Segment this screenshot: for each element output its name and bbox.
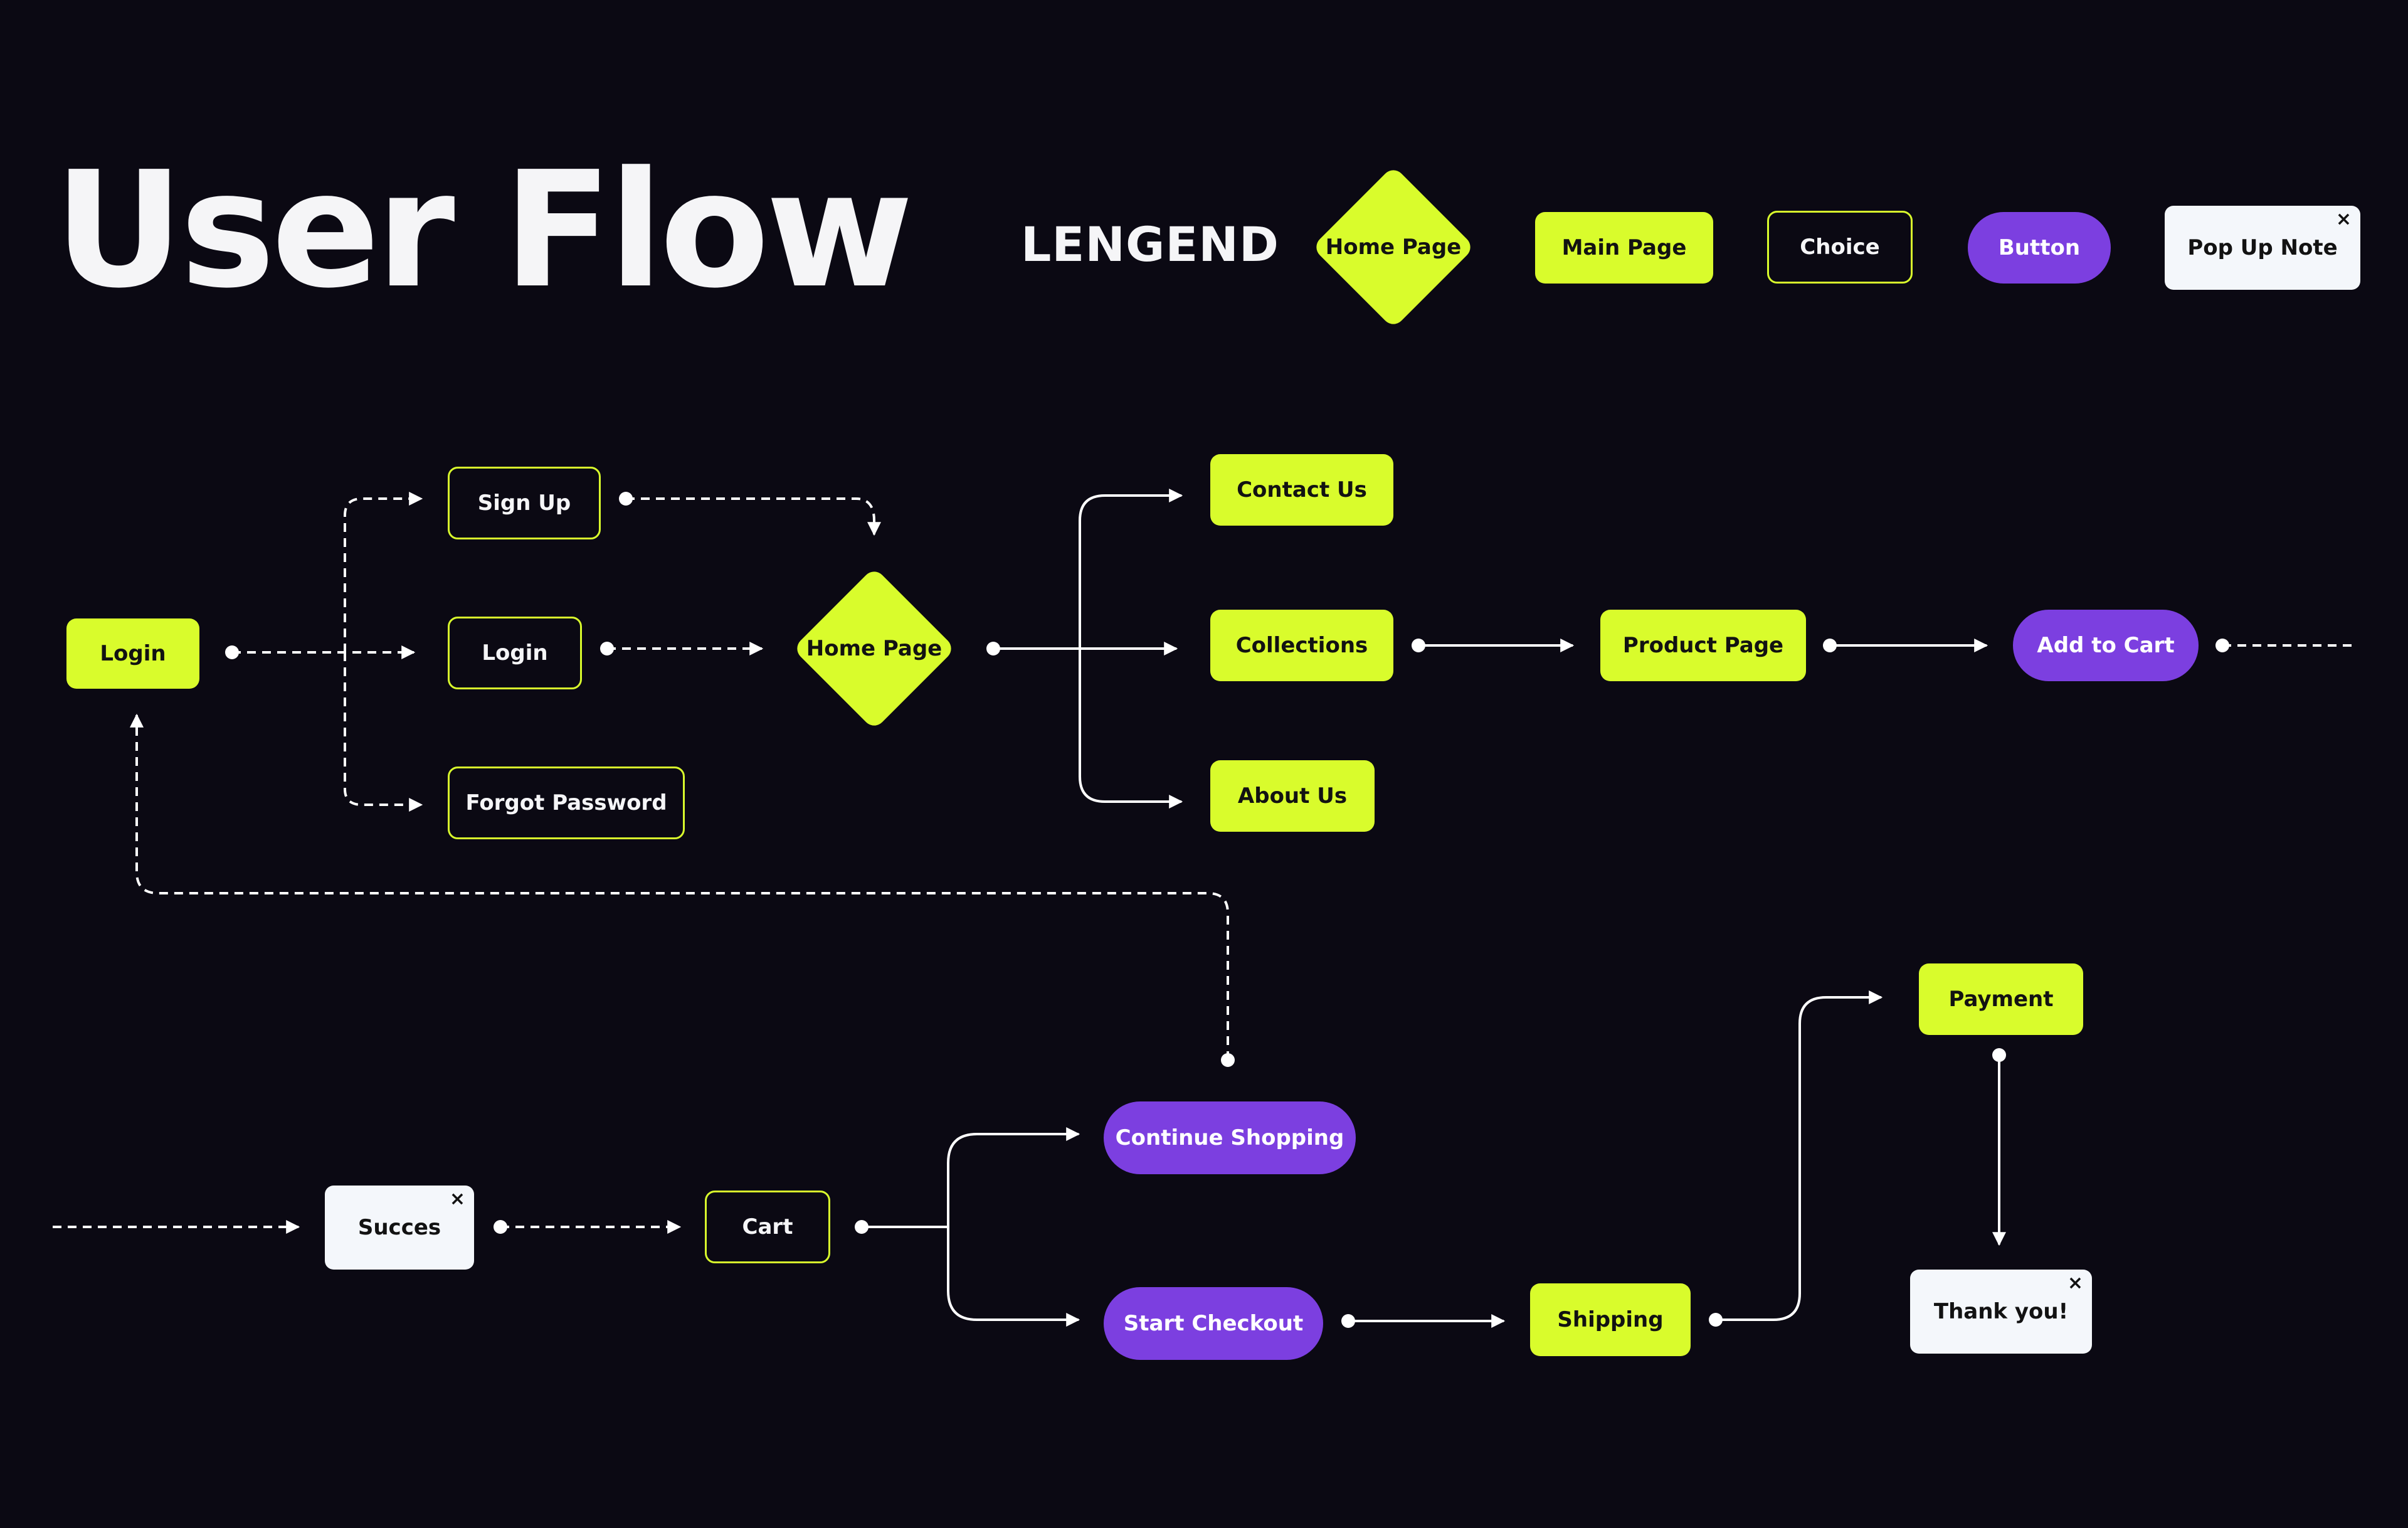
node-success[interactable]: Succes × xyxy=(325,1186,474,1270)
node-thank-you-label: Thank you! xyxy=(1933,1299,2069,1324)
node-thank-you[interactable]: Thank you! × xyxy=(1910,1270,2092,1354)
connector-login-to-forgot-password xyxy=(344,652,423,812)
node-success-label: Succes xyxy=(357,1215,441,1240)
legend-heading: LENGEND xyxy=(1021,216,1279,272)
legend-home-page-label: Home Page xyxy=(1325,235,1462,260)
legend-button: Button xyxy=(1968,212,2111,284)
node-payment[interactable]: Payment xyxy=(1919,963,2083,1035)
node-product-page[interactable]: Product Page xyxy=(1600,610,1806,681)
close-icon[interactable]: × xyxy=(449,1188,465,1210)
node-login-choice[interactable]: Login xyxy=(448,617,582,689)
node-add-to-cart[interactable]: Add to Cart xyxy=(2013,610,2199,681)
connector-continue-shopping-to-login xyxy=(130,713,1229,1060)
connector-shipping-to-payment xyxy=(1716,990,1883,1321)
connector-cart-to-continue-shopping xyxy=(947,1127,1080,1227)
node-home-page[interactable]: Home Page xyxy=(792,566,956,731)
node-shipping[interactable]: Shipping xyxy=(1530,1283,1691,1356)
node-continue-shopping[interactable]: Continue Shopping xyxy=(1104,1101,1356,1174)
legend-home-page: Home Page xyxy=(1311,165,1476,329)
legend-popup-note: Pop Up Note × xyxy=(2165,206,2360,290)
connector-sign-up-to-home xyxy=(626,497,881,536)
legend-popup-label: Pop Up Note xyxy=(2187,235,2338,260)
page-title: User Flow xyxy=(54,137,914,324)
node-about-us[interactable]: About Us xyxy=(1210,760,1375,832)
node-contact-us[interactable]: Contact Us xyxy=(1210,454,1393,526)
connector-login-to-sign-up xyxy=(344,492,423,652)
connector-home-to-contact-us xyxy=(1079,489,1183,649)
node-cart[interactable]: Cart xyxy=(705,1191,830,1263)
legend-choice: Choice xyxy=(1767,211,1913,284)
node-login-main[interactable]: Login xyxy=(66,618,199,689)
node-start-checkout[interactable]: Start Checkout xyxy=(1104,1287,1323,1360)
connector-start-dots xyxy=(225,492,2229,1328)
legend-main-page: Main Page xyxy=(1535,212,1713,284)
node-sign-up[interactable]: Sign Up xyxy=(448,467,601,539)
node-collections[interactable]: Collections xyxy=(1210,610,1393,681)
node-home-page-label: Home Page xyxy=(806,636,943,661)
close-icon[interactable]: × xyxy=(2067,1272,2083,1294)
connector-cart-to-start-checkout xyxy=(862,1226,1080,1327)
close-icon: × xyxy=(2335,208,2352,230)
connector-home-to-about-us xyxy=(1079,649,1183,809)
node-forgot-password[interactable]: Forgot Password xyxy=(448,767,685,839)
